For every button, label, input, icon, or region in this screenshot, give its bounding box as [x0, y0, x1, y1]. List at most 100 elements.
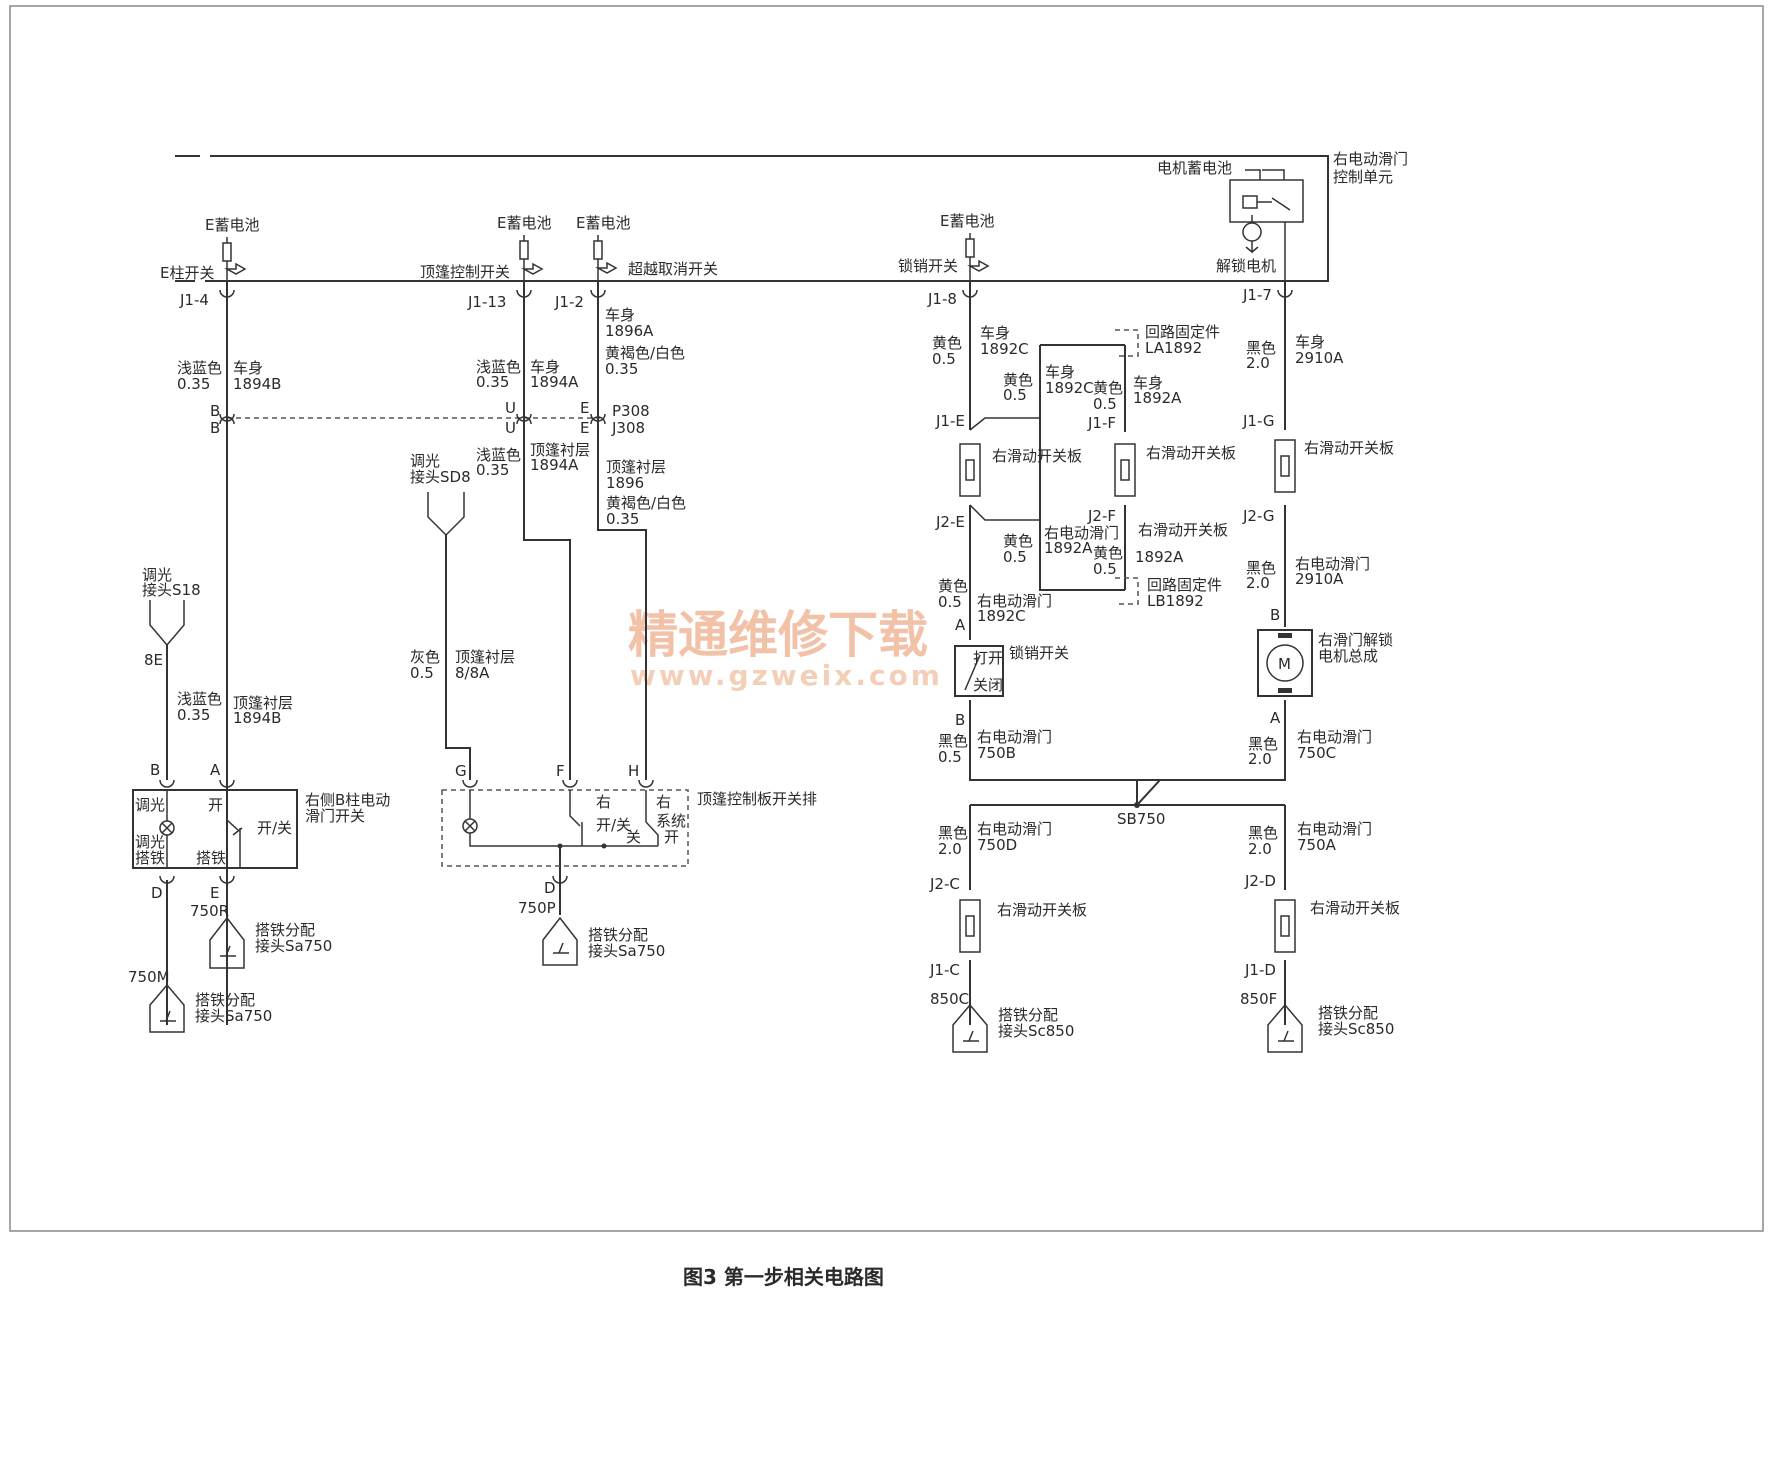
grounds: 750R 搭铁分配 接头Sa750 750M 搭铁分配 接头Sa750 750P… [128, 899, 1394, 1053]
battery-4: E蓄电池 [940, 212, 994, 230]
conn-h: H [628, 762, 639, 780]
w-y1-circuit: 车身 [980, 324, 1010, 342]
input-e-pillar: E柱开关 [160, 264, 214, 282]
w-b4-color: 黑色 [1248, 735, 1278, 753]
w-y2-circuit: 车身 [1045, 363, 1075, 381]
conn-a-switch: A [210, 761, 221, 779]
cu-name-line2: 控制单元 [1333, 168, 1393, 186]
slide-board-2: 右滑动开关板 [1146, 444, 1236, 462]
pin-j1-4: J1-4 [179, 291, 209, 309]
conn-u-top: U [505, 399, 516, 417]
w-b1-circuit: 车身 [1295, 333, 1325, 351]
w-b6-num: 750A [1297, 836, 1337, 854]
slide-board-1: 右滑动开关板 [992, 447, 1082, 465]
conn-a-motor: A [1270, 709, 1281, 727]
conn-b-motor: B [1270, 606, 1280, 624]
la-label: 回路固定件 [1145, 323, 1220, 341]
w-col1b-size: 0.35 [177, 706, 210, 724]
bsw-dim: 调光 [135, 796, 165, 814]
w-b4-size: 2.0 [1248, 750, 1272, 768]
w-b2-circuit: 右电动滑门 [1295, 555, 1370, 573]
conn-a-lock: A [955, 616, 966, 634]
w-b4-num: 750C [1297, 744, 1336, 762]
pin-j1-g: J1-G [1242, 412, 1275, 430]
w-y1-color: 黄色 [932, 334, 962, 352]
input-lock-switch: 锁销开关 [898, 257, 958, 275]
w-col1-size: 0.35 [177, 375, 210, 393]
conn-e-switch: E [210, 884, 219, 902]
w-b6-size: 2.0 [1248, 840, 1272, 858]
w-b3-size: 0.5 [938, 748, 962, 766]
conn-f: F [556, 762, 565, 780]
w-col1-color: 浅蓝色 [177, 359, 222, 377]
lb-label: 回路固定件 [1147, 576, 1222, 594]
w-b5-size: 2.0 [938, 840, 962, 858]
w-b5-num: 750D [977, 836, 1017, 854]
la-id: LA1892 [1145, 339, 1202, 357]
inputs: E蓄电池 E蓄电池 E蓄电池 E蓄电池 E柱开关 顶篷控制开关 超越取消开关 锁… [160, 212, 994, 282]
w-col3b-size: 0.35 [606, 510, 639, 528]
ground-750p: 750P [518, 899, 556, 917]
roof-sys-off: 关 [626, 828, 641, 846]
conn-g: G [455, 762, 467, 780]
pin-j1-8: J1-8 [927, 290, 957, 308]
w-col3-num: 1896A [605, 322, 654, 340]
w-col1b-num: 1894B [233, 709, 281, 727]
s18-label-2: 接头S18 [142, 581, 201, 599]
sd8-label-1: 调光 [410, 452, 440, 470]
w-b3-circuit: 右电动滑门 [977, 728, 1052, 746]
w-col2b-num: 1894A [530, 456, 579, 474]
ground-750p-l1: 搭铁分配 [588, 926, 648, 944]
pin-j2-c: J2-C [929, 875, 960, 893]
w-y4-circuit: 右电动滑门 [1044, 524, 1119, 542]
ground-850c: 850C [930, 990, 969, 1008]
input-roof-control: 顶篷控制开关 [420, 263, 510, 281]
w-b2-size: 2.0 [1246, 574, 1270, 592]
w-b3-color: 黑色 [938, 732, 968, 750]
w-y5-size: 0.5 [1093, 560, 1117, 578]
w-y6-num: 1892C [977, 607, 1026, 625]
slide-board-3: 右滑动开关板 [1304, 439, 1394, 457]
input-override-cancel: 超越取消开关 [628, 260, 718, 278]
slide-board-5: 右滑动开关板 [997, 901, 1087, 919]
splice-sb750: SB750 [1117, 810, 1165, 828]
w-col1b-color: 浅蓝色 [177, 690, 222, 708]
w-y6-size: 0.5 [938, 593, 962, 611]
conn-8e: 8E [144, 651, 163, 669]
bsw-title-2: 滑门开关 [305, 807, 365, 825]
roof-panel-title: 顶篷控制板开关排 [697, 790, 817, 808]
w-y2-num: 1892C [1045, 379, 1094, 397]
w-y6-circuit: 右电动滑门 [977, 592, 1052, 610]
slide-board-4: 右滑动开关板 [1138, 521, 1228, 539]
bsw-dim-gnd-1: 调光 [135, 833, 165, 851]
w-col2-circuit: 车身 [530, 358, 560, 376]
conn-d-roof: D [544, 879, 556, 897]
w-col3b-color: 黄褐色/白色 [606, 494, 686, 512]
w-col1-circuit: 车身 [233, 359, 263, 377]
pin-j2-g: J2-G [1242, 507, 1275, 525]
roof-panel [441, 789, 689, 867]
w-col2-num: 1894A [530, 373, 579, 391]
w-gray-color: 灰色 [410, 648, 440, 666]
cu-battery-label: 电机蓄电池 [1157, 159, 1232, 177]
ground-750m: 750M [128, 968, 170, 986]
conn-j308: J308 [611, 419, 645, 437]
wiring [166, 281, 1286, 1025]
motor-symbol: M [1278, 655, 1291, 673]
bsw-onoff: 开/关 [257, 819, 292, 837]
w-y5-color: 黄色 [1093, 544, 1123, 562]
w-b4-circuit: 右电动滑门 [1297, 728, 1372, 746]
pin-j1-2: J1-2 [554, 293, 584, 311]
w-y2-size: 0.5 [1003, 386, 1027, 404]
w-col1b-circuit: 顶篷衬层 [233, 694, 293, 712]
pin-j2-f: J2-F [1087, 507, 1116, 525]
bsw-gnd: 搭铁 [196, 849, 226, 867]
w-b1-color: 黑色 [1246, 339, 1276, 357]
w-col3-color: 黄褐色/白色 [605, 344, 685, 362]
pin-j1-7: J1-7 [1242, 286, 1272, 304]
ground-850f-l1: 搭铁分配 [1318, 1004, 1378, 1022]
bsw-title-1: 右侧B柱电动 [305, 791, 390, 809]
pin-j1-f: J1-F [1087, 414, 1116, 432]
conn-e-bottom: E [580, 419, 589, 437]
